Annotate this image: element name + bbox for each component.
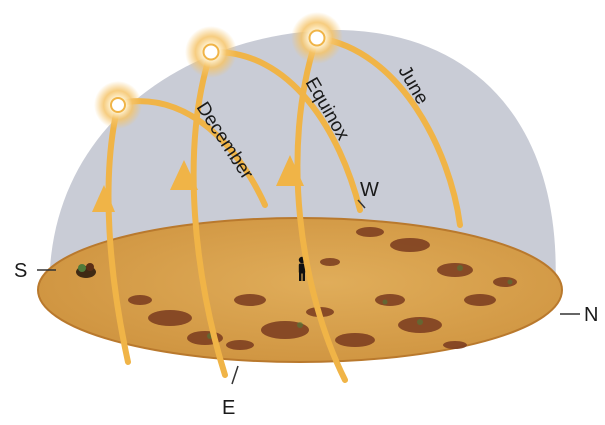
sun-equinox [185,26,237,78]
sun-december [94,81,142,129]
label-north: N [584,304,598,326]
label-east: E [222,397,235,419]
tick-east [232,366,238,384]
label-south: S [14,260,27,282]
sun-june [291,12,343,64]
label-west: W [360,179,379,201]
